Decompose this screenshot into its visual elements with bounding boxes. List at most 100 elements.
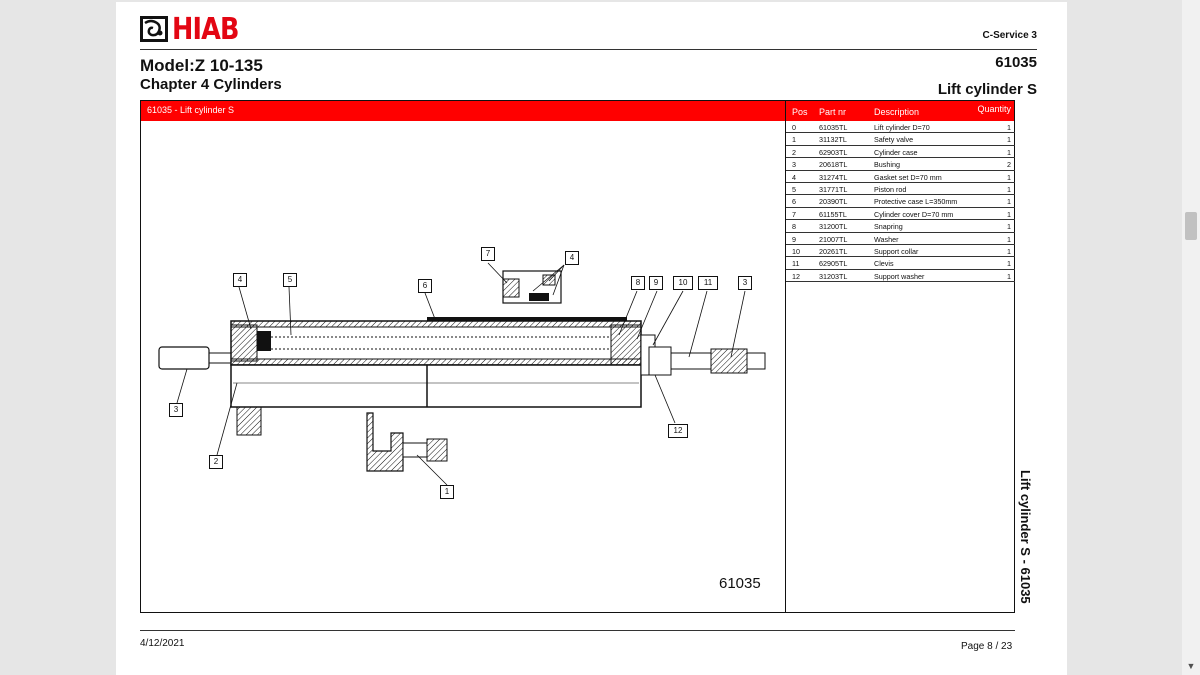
cell-part: 61035TL (819, 123, 848, 132)
cell-pos: 9 (792, 234, 796, 244)
callout-5: 5 (283, 273, 297, 287)
cell-part: 20390TL (819, 197, 848, 207)
cell-qty: 1 (1007, 197, 1011, 207)
callout-4-top: 4 (565, 251, 579, 265)
cell-pos: 5 (792, 185, 796, 194)
callout-1: 1 (440, 485, 454, 499)
logo-wordmark: HIAB (172, 12, 239, 47)
cell-pos: 0 (792, 123, 796, 132)
parts-frame: 61035 - Lift cylinder S (140, 100, 1015, 613)
cell-pos: 7 (792, 209, 796, 219)
scroll-down-icon[interactable]: ▼ (1186, 661, 1196, 671)
model-title: Model:Z 10-135 (140, 56, 263, 75)
cell-qty: 1 (1007, 259, 1011, 269)
callout-2: 2 (209, 455, 223, 469)
service-label: C-Service 3 (982, 30, 1037, 41)
document-number: 61035 (995, 54, 1037, 71)
cell-part: 20261TL (819, 247, 848, 256)
cell-part: 62903TL (819, 147, 848, 157)
cell-part: 31132TL (819, 135, 847, 145)
cell-qty: 1 (1007, 185, 1011, 194)
vertical-scrollbar[interactable]: ▼ (1182, 0, 1200, 675)
cell-qty: 1 (1007, 147, 1011, 157)
frame-header-bar: 61035 - Lift cylinder S (141, 101, 1014, 121)
cell-qty: 1 (1007, 209, 1011, 219)
cell-desc: Piston rod (874, 185, 907, 194)
cell-desc: Protective case L=350mm (874, 197, 958, 207)
parts-table: Pos Part nr Description Quantity 0 61035T… (785, 101, 1015, 612)
cell-part: 31771TL (819, 185, 848, 194)
footer-date: 4/12/2021 (140, 638, 185, 649)
cell-qty: 1 (1007, 234, 1011, 244)
callout-12: 12 (668, 424, 688, 438)
cell-desc: Lift cylinder D=70 (874, 123, 930, 132)
footer-rule (140, 630, 1015, 631)
callout-8: 8 (631, 276, 645, 290)
document-page: HIAB C-Service 3 Model:Z 10-135 Chapter … (116, 2, 1067, 675)
cell-part: 61155TL (819, 209, 847, 219)
col-desc-header: Description (874, 107, 920, 117)
cell-desc: Cylinder case (874, 147, 918, 157)
cell-pos: 12 (792, 271, 800, 281)
frame-title: 61035 - Lift cylinder S (147, 105, 235, 115)
callout-9: 9 (649, 276, 663, 290)
hiab-logo: HIAB (140, 12, 239, 47)
cell-part: 31274TL (819, 172, 848, 182)
col-qty-header: Quantity (977, 104, 1011, 114)
cell-qty: 1 (1007, 222, 1011, 232)
table-row: 7 61155TL Cylinder cover D=70 mm 1 (786, 208, 1015, 221)
table-row: 5 31771TL Piston rod 1 (786, 183, 1015, 196)
cell-pos: 6 (792, 197, 796, 207)
cell-pos: 4 (792, 172, 796, 182)
table-row: 2 62903TL Cylinder case 1 (786, 146, 1015, 159)
table-row: 6 20390TL Protective case L=350mm 1 (786, 195, 1015, 208)
drawing-number: 61035 (719, 575, 761, 592)
cell-pos: 11 (792, 259, 800, 269)
cell-desc: Safety valve (874, 135, 914, 145)
cell-pos: 1 (792, 135, 796, 145)
cell-desc: Cylinder cover D=70 mm (874, 209, 954, 219)
side-title-text: Lift cylinder S - 61035 (1018, 470, 1033, 604)
cell-desc: Gasket set D=70 mm (874, 172, 942, 182)
callout-7: 7 (481, 247, 495, 261)
scrollbar-thumb[interactable] (1185, 212, 1197, 240)
parts-table-header: Pos Part nr Description Quantity (786, 101, 1015, 121)
cell-desc: Washer (874, 234, 899, 244)
header-rule (140, 49, 1037, 50)
cell-qty: 1 (1007, 172, 1011, 182)
callout-3-left: 3 (169, 403, 183, 417)
table-row: 11 62905TL Clevis 1 (786, 257, 1015, 270)
cell-desc: Support washer (874, 271, 925, 281)
callout-6: 6 (418, 279, 432, 293)
cylinder-drawing: 7 4 4 5 6 8 9 10 11 3 3 2 12 1 61035 (141, 121, 785, 612)
callout-11: 11 (698, 276, 718, 290)
cell-desc: Support collar (874, 247, 919, 256)
cell-pos: 8 (792, 222, 796, 232)
side-title: Lift cylinder S - 61035 (1018, 470, 1039, 610)
cell-pos: 10 (792, 247, 800, 256)
footer-page-number: Page 8 / 23 (961, 641, 1013, 652)
cell-part: 62905TL (819, 259, 848, 269)
col-pos-header: Pos (792, 107, 808, 117)
document-title: Lift cylinder S (937, 81, 1037, 98)
table-row: 4 31274TL Gasket set D=70 mm 1 (786, 171, 1015, 183)
cell-part: 20618TL (819, 160, 848, 170)
cell-qty: 2 (1007, 160, 1011, 170)
cell-pos: 3 (792, 160, 796, 170)
cell-desc: Clevis (874, 259, 894, 269)
cell-desc: Snapring (874, 222, 903, 232)
ram-head-icon (140, 16, 168, 42)
col-part-header: Part nr (819, 107, 847, 117)
chapter-title: Chapter 4 Cylinders (140, 76, 282, 93)
callout-4: 4 (233, 273, 247, 287)
callout-3-right: 3 (738, 276, 752, 290)
cell-pos: 2 (792, 147, 796, 157)
table-row: 8 31200TL Snapring 1 (786, 220, 1015, 233)
cell-part: 31200TL (819, 222, 848, 232)
callout-10: 10 (673, 276, 693, 290)
